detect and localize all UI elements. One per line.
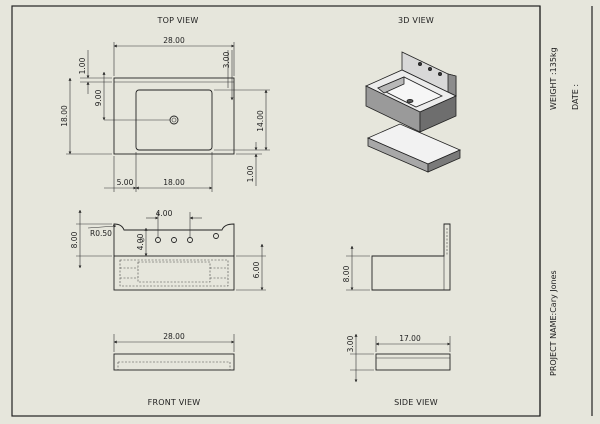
iso-view bbox=[365, 51, 462, 173]
dim-top-bottom-right-1: 1.00 bbox=[246, 165, 255, 182]
dim-top-width: 28.00 bbox=[163, 36, 185, 45]
dim-mid-radius: R0.50 bbox=[90, 229, 112, 238]
drain-hole-inner bbox=[171, 117, 177, 123]
front-view bbox=[113, 353, 235, 371]
date-field: DATE : bbox=[571, 84, 580, 110]
dim-bottom-5: 5.00 bbox=[117, 178, 134, 187]
dim-holes-v4: 4.00 bbox=[136, 233, 145, 250]
dim-bottom-18: 18.00 bbox=[163, 178, 185, 187]
dim-mid-left-8: 8.00 bbox=[70, 231, 79, 248]
side-view bbox=[375, 353, 451, 371]
dim-side-8: 8.00 bbox=[342, 265, 351, 282]
front-view-outline bbox=[113, 353, 235, 371]
project-name-field: PROJECT NAME:Cary Jones bbox=[549, 270, 558, 376]
front-view-label: FRONT VIEW bbox=[148, 398, 201, 407]
faucet-hole-1 bbox=[155, 237, 161, 243]
iso-slab-right-face bbox=[427, 149, 461, 173]
dim-top-height: 18.00 bbox=[60, 105, 69, 127]
faucet-hole-5 bbox=[139, 237, 145, 243]
iso-sink-right-face bbox=[419, 95, 457, 133]
side-view-label: SIDE VIEW bbox=[394, 398, 438, 407]
iso-drain bbox=[406, 99, 414, 104]
dim-drain: 9.00 bbox=[94, 89, 103, 106]
drain-hole bbox=[169, 115, 179, 125]
dim-front-width: 28.00 bbox=[163, 332, 185, 341]
top-view-label: TOP VIEW bbox=[157, 16, 199, 25]
dim-side-17: 17.00 bbox=[399, 334, 421, 343]
top-view-outline bbox=[113, 77, 235, 155]
side-elevation bbox=[371, 223, 451, 291]
dim-top-right-3: 3.00 bbox=[222, 51, 231, 68]
rear-elevation bbox=[113, 223, 235, 291]
dim-top-left-1: 1.00 bbox=[78, 57, 87, 74]
weight-field: WEIGHT :135kg bbox=[549, 47, 558, 110]
rear-elevation-body bbox=[113, 255, 235, 291]
faucet-hole-2 bbox=[171, 237, 177, 243]
side-elevation-outline bbox=[371, 223, 451, 291]
dim-mid-right-6: 6.00 bbox=[252, 261, 261, 278]
dim-side-3: 3.00 bbox=[346, 335, 355, 352]
rear-hidden-inner bbox=[137, 261, 211, 283]
side-view-outline bbox=[375, 353, 451, 371]
dim-holes-4: 4.00 bbox=[156, 209, 173, 218]
faucet-hole-4 bbox=[213, 233, 219, 239]
rear-hidden-basin bbox=[119, 259, 229, 287]
sheet-border bbox=[11, 5, 541, 417]
iso-view-label: 3D VIEW bbox=[398, 16, 434, 25]
top-view bbox=[104, 77, 235, 155]
iso-faucet-hole-3 bbox=[437, 72, 442, 77]
iso-faucet-hole-1 bbox=[417, 62, 422, 67]
dim-top-right-14: 14.00 bbox=[256, 110, 265, 132]
backsplash-profile bbox=[113, 223, 235, 256]
iso-faucet-hole-2 bbox=[427, 67, 432, 72]
faucet-hole-3 bbox=[187, 237, 193, 243]
